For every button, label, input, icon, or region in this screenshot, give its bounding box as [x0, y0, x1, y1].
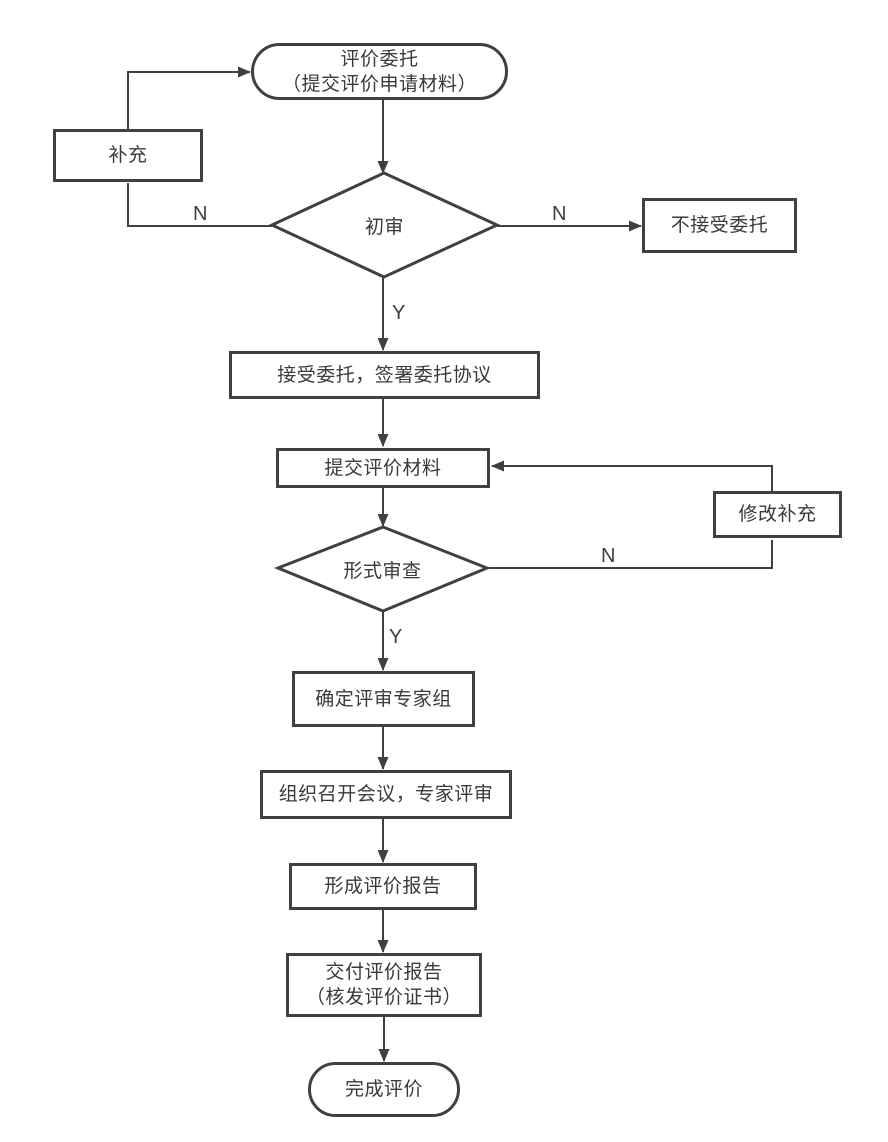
report-box-label: 形成评价报告 — [324, 876, 442, 897]
start-node-label-line1: 评价委托 — [340, 48, 419, 70]
edge-formal-review-to-modify — [487, 540, 773, 569]
modify-supplement-box-label: 修改补充 — [738, 504, 817, 525]
accept-box: 接受委托，签署委托协议 — [229, 351, 540, 399]
edge-supplement-to-start — [127, 66, 251, 129]
formal-review-label-area: 形式审查 — [278, 527, 487, 611]
submit-materials-box-label: 提交评价材料 — [324, 457, 442, 479]
formal-review-label: 形式审查 — [343, 560, 422, 582]
initial-review-diamond — [268, 171, 501, 279]
reject-box-label: 不接受委托 — [670, 215, 769, 236]
report-box: 形成评价报告 — [289, 863, 477, 910]
edge-label-formal-y: Y — [389, 626, 403, 648]
edge-label-initial-n-left: N — [193, 203, 208, 225]
edge-label-initial-y: Y — [392, 302, 406, 324]
edge-modify-to-submit — [491, 460, 773, 491]
initial-review-label-area: 初审 — [272, 173, 497, 277]
formal-review-diamond — [273, 525, 492, 613]
deliver-box-label-line1: 交付评价报告 — [325, 962, 443, 983]
submit-materials-box: 提交评价材料 — [276, 448, 490, 488]
edge-label-initial-n-right: N — [552, 203, 567, 225]
deliver-box: 交付评价报告 （核发评价证书） — [286, 953, 482, 1017]
expert-group-box: 确定评审专家组 — [292, 671, 475, 727]
meeting-box: 组织召开会议，专家评审 — [260, 770, 512, 819]
accept-box-label: 接受委托，签署委托协议 — [277, 364, 492, 386]
start-node: 评价委托 （提交评价申请材料） — [251, 43, 508, 100]
reject-box: 不接受委托 — [642, 198, 797, 253]
expert-group-box-label: 确定评审专家组 — [315, 688, 452, 710]
start-node-label-line2: （提交评价申请材料） — [281, 73, 477, 95]
end-node: 完成评价 — [308, 1062, 460, 1117]
deliver-box-label-line2: （核发评价证书） — [305, 987, 462, 1008]
edge-initial-review-to-supplement — [127, 183, 272, 227]
supplement-box: 补充 — [53, 129, 203, 182]
modify-supplement-box: 修改补充 — [713, 491, 842, 538]
supplement-box-label: 补充 — [108, 145, 148, 166]
end-node-label: 完成评价 — [344, 1079, 423, 1100]
initial-review-label: 初审 — [364, 216, 404, 238]
edge-label-formal-n: N — [601, 545, 616, 567]
meeting-box-label: 组织召开会议，专家评审 — [278, 784, 494, 805]
